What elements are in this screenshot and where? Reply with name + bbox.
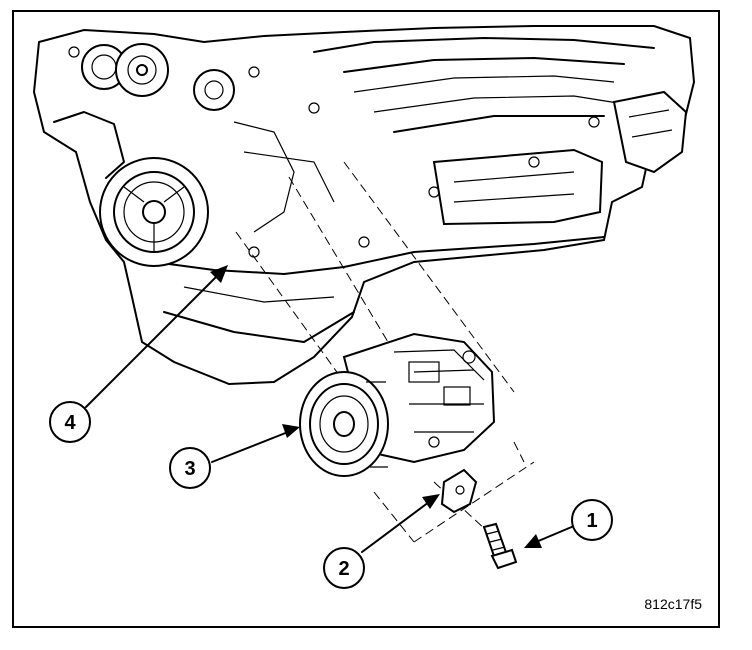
ac-compressor xyxy=(299,332,496,477)
callout-2-label: 2 xyxy=(338,558,349,580)
callout-4: 4 xyxy=(49,401,91,443)
mounting-bolt xyxy=(482,522,518,570)
callout-1: 1 xyxy=(571,499,613,541)
leader-arrows xyxy=(85,265,575,553)
callout-3: 3 xyxy=(169,447,211,489)
spacer-bracket xyxy=(440,468,478,514)
figure-id: 812c17f5 xyxy=(644,596,702,612)
engine-block xyxy=(32,25,696,386)
callout-1-label: 1 xyxy=(586,510,597,532)
callout-4-label: 4 xyxy=(64,412,76,434)
engine-compressor-illustration: 4 3 2 1 xyxy=(32,25,696,589)
diagram-frame: 4 3 2 1 812c17f5 xyxy=(12,10,720,628)
callout-3-label: 3 xyxy=(184,458,195,480)
callout-2: 2 xyxy=(323,547,365,589)
